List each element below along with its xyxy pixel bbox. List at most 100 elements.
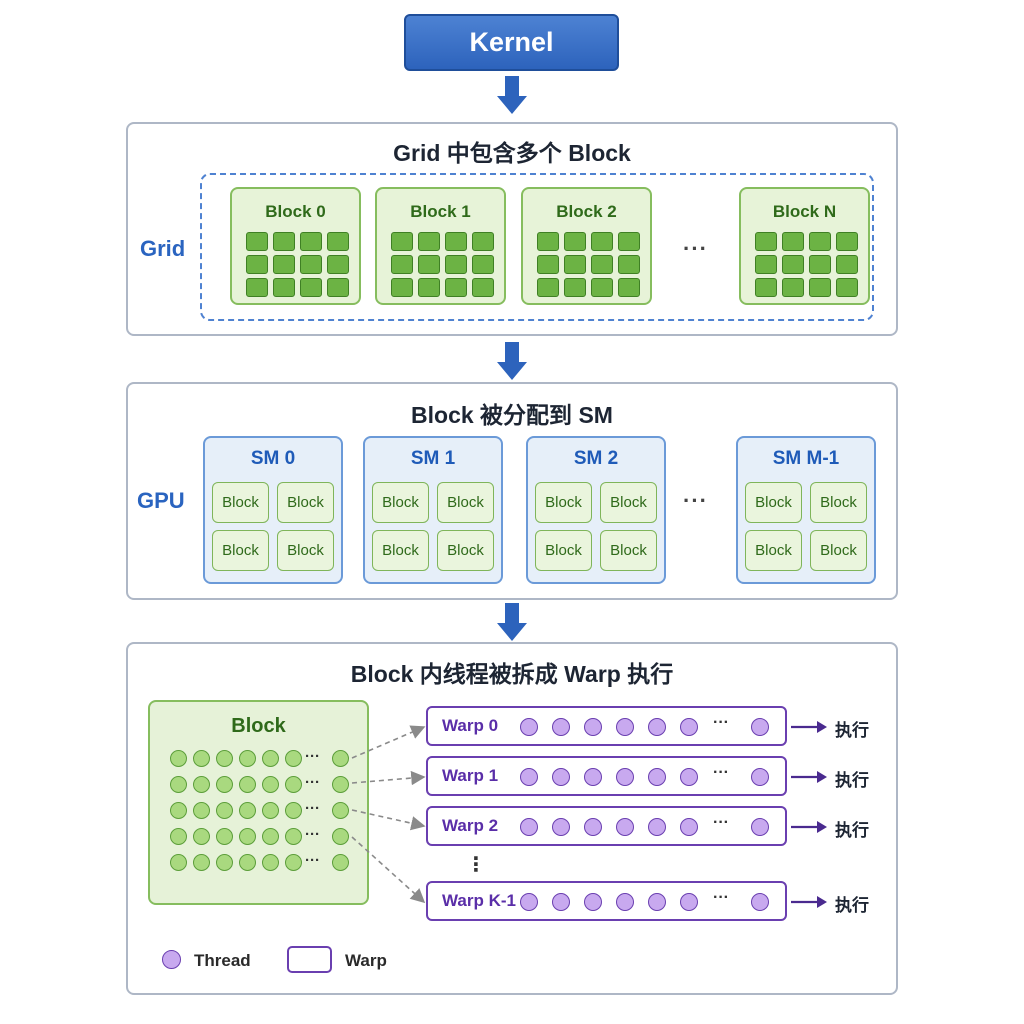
thread-dot (332, 854, 349, 871)
warp-thread-dot (520, 718, 538, 736)
sm-block: Block (810, 530, 867, 571)
thread-dot (193, 750, 210, 767)
warp-thread-dot (552, 718, 570, 736)
warp-ellipsis: ··· (713, 764, 729, 781)
thread-dot (170, 750, 187, 767)
thread-cell (300, 232, 322, 251)
warp-thread-dot (552, 768, 570, 786)
thread-dot (170, 776, 187, 793)
legend-warp-label: Warp (345, 951, 387, 970)
thread-cell (472, 278, 494, 297)
thread-dot (170, 802, 187, 819)
grid-ellipsis: ··· (683, 236, 708, 261)
warp-thread-dot (616, 893, 634, 911)
thread-cell (300, 255, 322, 274)
grid-block-card: Block 1 (375, 187, 506, 305)
warp-thread-dot (751, 893, 769, 911)
thread-cell (327, 278, 349, 297)
thread-dot (170, 828, 187, 845)
thread-cell (418, 232, 440, 251)
thread-cell (564, 232, 586, 251)
thread-cell (445, 278, 467, 297)
thread-block: Block (148, 700, 369, 905)
thread-ellipsis: ··· (305, 852, 320, 869)
thread-dot (262, 776, 279, 793)
sm-block: Block (212, 482, 269, 523)
thread-cell (618, 278, 640, 297)
sm-block: Block (212, 530, 269, 571)
thread-dot (239, 828, 256, 845)
thread-dot (332, 802, 349, 819)
thread-cell (391, 232, 413, 251)
thread-cell (327, 255, 349, 274)
sm-label: SM M-1 (772, 448, 840, 469)
sm-block: Block (437, 530, 494, 571)
warp-thread-dot (680, 718, 698, 736)
grid-panel-title: Grid 中包含多个 Block (393, 140, 631, 166)
down-arrow-icon (497, 76, 527, 114)
thread-dot (262, 854, 279, 871)
exec-label: 执行 (835, 771, 869, 790)
warp-thread-dot (751, 718, 769, 736)
thread-cell (591, 278, 613, 297)
warp-row: Warp 0 ··· (426, 706, 787, 746)
sm-label: SM 2 (573, 448, 619, 469)
thread-dot (285, 776, 302, 793)
thread-cell (273, 255, 295, 274)
thread-cell (618, 232, 640, 251)
exec-label: 执行 (835, 721, 869, 740)
legend-warp-icon (287, 946, 332, 973)
down-arrow-icon (497, 342, 527, 380)
thread-cell (591, 255, 613, 274)
thread-cells (391, 232, 494, 297)
warp-panel-title: Block 内线程被拆成 Warp 执行 (350, 661, 674, 687)
thread-dot (170, 854, 187, 871)
warp-label: Warp 0 (442, 716, 499, 735)
warp-ellipsis: ··· (713, 889, 729, 906)
thread-ellipsis: ··· (305, 800, 320, 817)
thread-cell (537, 232, 559, 251)
kernel-box: Kernel (404, 14, 619, 71)
thread-cell (564, 278, 586, 297)
thread-ellipsis: ··· (305, 826, 320, 843)
thread-ellipsis: ··· (305, 748, 320, 765)
thread-cell (445, 255, 467, 274)
gpu-ellipsis: ··· (683, 488, 708, 513)
thread-dot (285, 828, 302, 845)
warp-label: Warp 2 (442, 816, 499, 835)
warp-thread-dot (648, 768, 666, 786)
thread-block-label: Block (231, 715, 286, 737)
warp-thread-dot (552, 818, 570, 836)
sm-block: Block (810, 482, 867, 523)
warp-thread-dot (648, 818, 666, 836)
thread-cell (418, 255, 440, 274)
warp-thread-dot (552, 893, 570, 911)
warp-thread-dot (648, 893, 666, 911)
kernel-label: Kernel (469, 27, 554, 57)
warp-row: Warp K-1 ··· (426, 881, 787, 921)
grid-side-label: Grid (140, 236, 186, 261)
block-label: Block 2 (556, 202, 617, 221)
thread-dot (193, 802, 210, 819)
thread-cell (836, 255, 858, 274)
thread-cell (418, 278, 440, 297)
thread-dot (262, 750, 279, 767)
thread-cell (836, 232, 858, 251)
thread-cell (782, 232, 804, 251)
thread-cell (809, 255, 831, 274)
warp-thread-dot (584, 893, 602, 911)
sm-block: Block (277, 482, 334, 523)
gpu-panel-title: Block 被分配到 SM (411, 402, 613, 428)
thread-dot (239, 750, 256, 767)
thread-cell (755, 278, 777, 297)
block-label: Block 0 (265, 202, 326, 221)
thread-dot (285, 854, 302, 871)
thread-cell (445, 232, 467, 251)
grid-block-card: Block 2 (521, 187, 652, 305)
thread-dot (262, 802, 279, 819)
thread-cells (537, 232, 640, 297)
